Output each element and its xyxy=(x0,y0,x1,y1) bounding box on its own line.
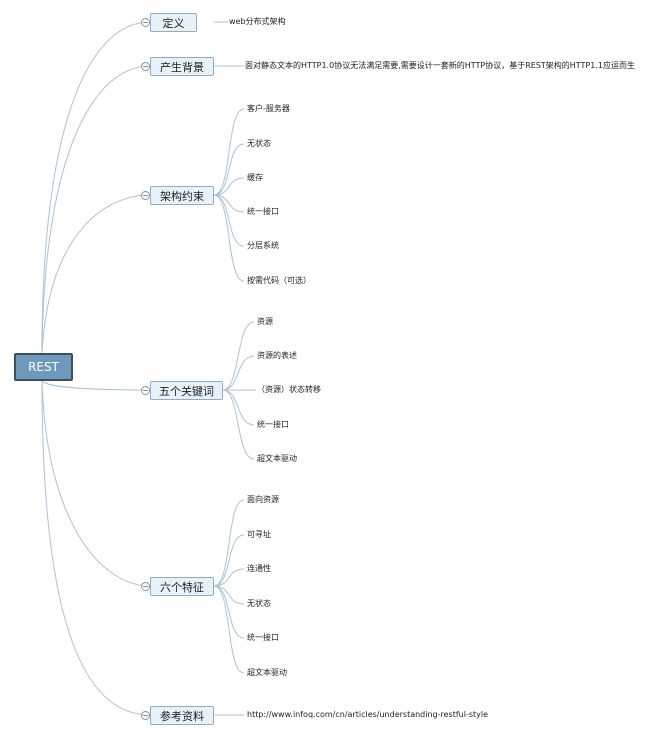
collapse-toggle-icon[interactable] xyxy=(141,386,150,395)
branch-node-definition[interactable]: 定义 xyxy=(150,13,197,32)
branch-node-keywords[interactable]: 五个关键词 xyxy=(150,381,223,400)
leaf-node[interactable]: 分层系统 xyxy=(247,241,279,250)
connector-root-definition xyxy=(41,21,151,354)
leaf-node[interactable]: 缓存 xyxy=(247,173,263,182)
leaf-node[interactable]: 统一接口 xyxy=(257,420,289,429)
leaf-node[interactable]: 统一接口 xyxy=(247,207,279,216)
leaf-node[interactable]: 资源的表述 xyxy=(257,351,297,360)
leaf-node[interactable]: 超文本驱动 xyxy=(247,668,287,677)
branch-label: 五个关键词 xyxy=(159,384,214,398)
leaf-node[interactable]: 按需代码（可选） xyxy=(247,276,311,285)
connector-root-keywords xyxy=(41,380,151,391)
connector-root-background xyxy=(41,65,151,354)
collapse-toggle-icon[interactable] xyxy=(141,191,150,200)
leaf-node[interactable]: 可寻址 xyxy=(247,530,271,539)
collapse-toggle-icon[interactable] xyxy=(141,62,150,71)
branch-label: 六个特征 xyxy=(160,580,204,594)
leaf-node[interactable]: 统一接口 xyxy=(247,633,279,642)
branch-node-background[interactable]: 产生背景 xyxy=(150,57,214,76)
branch-label: 参考资料 xyxy=(160,709,204,723)
leaf-node[interactable]: 超文本驱动 xyxy=(257,454,297,463)
branch-label: 架构约束 xyxy=(160,189,204,203)
branch-node-features[interactable]: 六个特征 xyxy=(150,577,214,596)
root-node[interactable]: REST xyxy=(14,353,73,381)
reference-link[interactable]: http://www.infoq.com/cn/articles/underst… xyxy=(247,710,489,719)
connector-root-references xyxy=(41,380,151,716)
root-node-label: REST xyxy=(28,360,59,374)
collapse-toggle-icon[interactable] xyxy=(141,711,150,720)
leaf-node[interactable]: 无状态 xyxy=(247,599,271,608)
branch-label: 定义 xyxy=(162,16,185,30)
collapse-toggle-icon[interactable] xyxy=(141,582,150,591)
leaf-node[interactable]: 资源 xyxy=(257,317,273,326)
leaf-node[interactable]: 面对静态文本的HTTP1.0协议无法满足需要,需要设计一套新的HTTP协议，基于… xyxy=(245,61,635,70)
branch-node-constraints[interactable]: 架构约束 xyxy=(150,186,214,205)
branch-label: 产生背景 xyxy=(160,60,204,74)
collapse-toggle-icon[interactable] xyxy=(141,18,150,27)
connector-root-features xyxy=(41,380,151,587)
leaf-node[interactable]: 无状态 xyxy=(247,139,271,148)
branch-node-references[interactable]: 参考资料 xyxy=(150,706,214,725)
leaf-node[interactable]: 客户-服务器 xyxy=(247,104,290,113)
leaf-node[interactable]: 面向资源 xyxy=(247,495,279,504)
leaf-node[interactable]: （资源）状态转移 xyxy=(257,385,321,394)
connector-root-constraints xyxy=(41,194,151,354)
leaf-node[interactable]: 连通性 xyxy=(247,564,271,573)
leaf-node[interactable]: web分布式架构 xyxy=(229,17,286,26)
